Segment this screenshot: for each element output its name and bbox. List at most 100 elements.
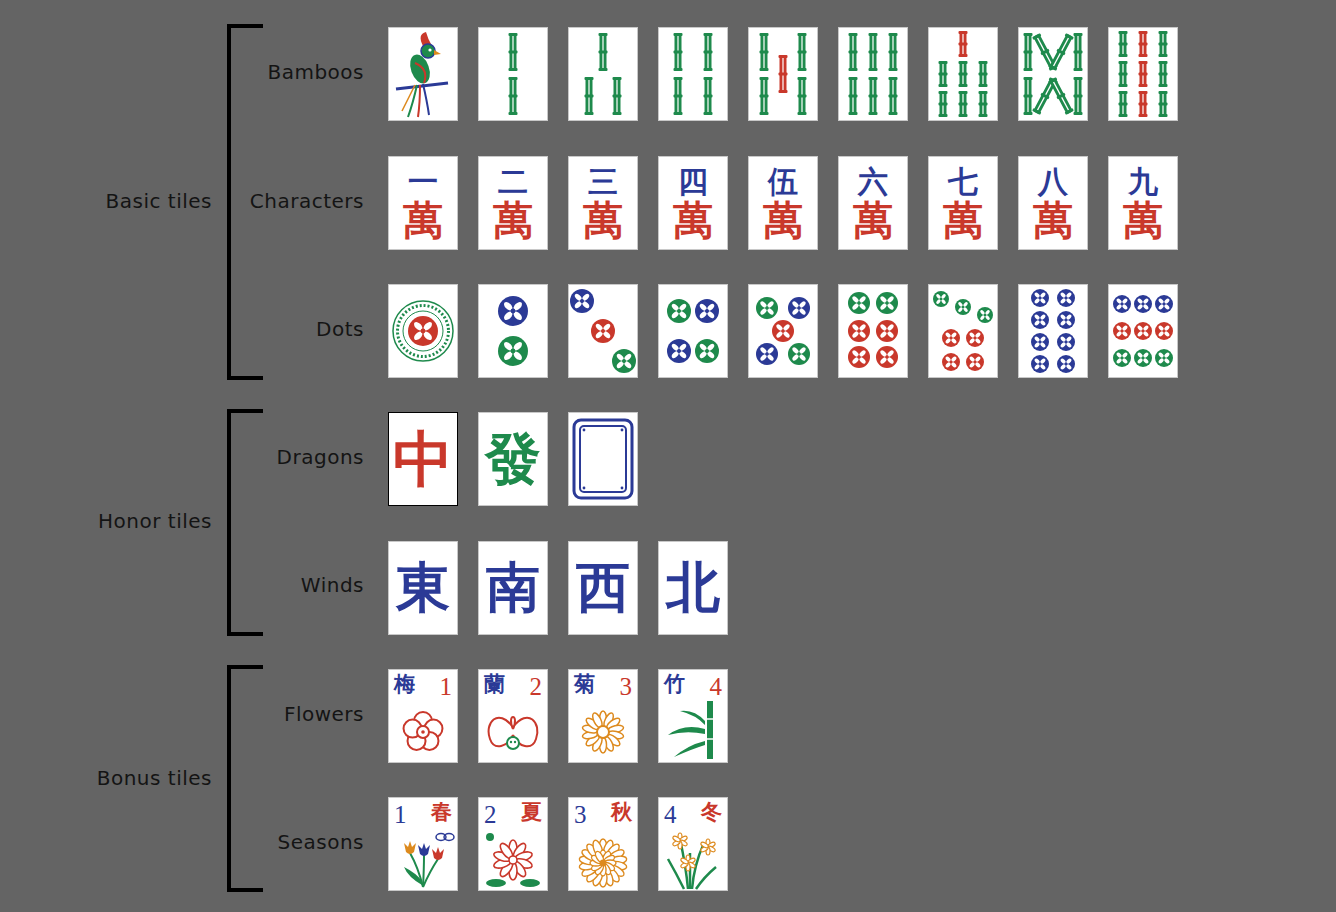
bamboo-stick (869, 77, 878, 115)
bamboo-stick (869, 33, 878, 71)
stick-band (509, 95, 518, 98)
dot-center (1163, 357, 1166, 360)
bamboo-stick (674, 33, 683, 71)
dot-disc (876, 292, 898, 314)
tile-number: 4 (664, 801, 677, 829)
dot-symbol (876, 292, 898, 314)
dot-ring (398, 306, 449, 357)
dot-petal (1142, 298, 1149, 305)
stick-band (1159, 103, 1168, 106)
stick-band (674, 95, 683, 98)
dot-symbol (876, 346, 898, 368)
dot-center (705, 309, 709, 313)
dot-symbol (695, 339, 719, 363)
stick-band (1159, 114, 1168, 117)
dot-center (885, 329, 889, 333)
bamboo-stick (704, 77, 713, 115)
dot-disc (1031, 355, 1049, 373)
orchid-dot (510, 741, 512, 743)
stick-band (979, 84, 988, 87)
mahjong-tile: 1春 (388, 797, 458, 891)
stick-body (675, 33, 682, 71)
tulip-bloom (432, 847, 444, 860)
stick-band (509, 112, 518, 115)
mahjong-tile: 2夏 (478, 797, 548, 891)
dot-center (677, 309, 681, 313)
dot-symbol (695, 299, 719, 323)
dot-petal (1158, 325, 1165, 332)
bamboo-stick (674, 77, 683, 115)
stick-band (979, 73, 988, 76)
dot-center (885, 355, 889, 359)
stick-body (940, 91, 947, 117)
dot-symbol (1113, 322, 1131, 340)
dot-symbol (942, 329, 960, 347)
dot-center (797, 306, 801, 310)
bamboo-tile (389, 28, 458, 121)
stick-body (1075, 77, 1082, 115)
bamboo-stick (1074, 77, 1083, 115)
wind-character: 東 (396, 558, 450, 617)
mahjong-tile: 八萬 (1018, 156, 1088, 250)
stick-body (980, 91, 987, 117)
dot-ring (393, 301, 453, 361)
tile-face (839, 285, 908, 378)
dot-petal (1039, 319, 1046, 326)
dot-symbol (966, 329, 984, 347)
season-character: 秋 (611, 801, 632, 824)
stick-band (760, 33, 769, 36)
white-dragon-dot (621, 487, 624, 490)
stick-band (1048, 77, 1057, 84)
stick-body (1120, 91, 1127, 117)
tile-number: 1 (394, 801, 407, 829)
dot-petal (950, 361, 957, 368)
dot-disc (498, 336, 528, 366)
bamboo-stick (1139, 91, 1148, 117)
dot-petal (957, 301, 963, 307)
dot-center (622, 359, 626, 363)
stick-band (1159, 91, 1168, 94)
dot-center (1121, 303, 1124, 306)
stick-highlight (1037, 82, 1052, 110)
dot-center (1039, 297, 1042, 300)
flower-stem (423, 855, 424, 887)
dot-symbol (1113, 349, 1131, 367)
dot-petal (1137, 303, 1144, 310)
row-label: Flowers (284, 702, 364, 726)
dot-petal (984, 309, 990, 315)
dot-symbol (1057, 289, 1075, 307)
dot-petal (1163, 330, 1170, 337)
stick-band (760, 51, 769, 54)
stick-band (509, 68, 518, 71)
tile-numeral: 九 (1128, 165, 1158, 198)
stick-band (939, 91, 948, 94)
stick-band (939, 103, 948, 106)
tile-face (1109, 285, 1178, 378)
tile-character: 萬 (853, 198, 893, 242)
tile-face (749, 28, 818, 121)
stick-band (889, 112, 898, 115)
tile-character: 萬 (403, 198, 443, 242)
stick-body (510, 33, 517, 71)
dot-petal (1065, 319, 1072, 326)
bamboo-stick (1074, 33, 1083, 71)
bamboo-leaf (674, 741, 705, 757)
white-dragon-frame (574, 420, 632, 498)
dot-disc (848, 346, 870, 368)
dot-petal (984, 314, 990, 320)
stick-band (849, 77, 858, 80)
stick-band (869, 112, 878, 115)
stick-body (960, 31, 967, 57)
stick-band (1024, 68, 1033, 71)
stick-body (600, 33, 607, 71)
stick-body (870, 33, 877, 71)
stick-band (869, 77, 878, 80)
stick-band (1159, 43, 1168, 46)
dot-petal (1034, 297, 1041, 304)
dot-disc (1134, 349, 1152, 367)
dot-petal (950, 332, 957, 339)
dot-symbol (788, 297, 810, 319)
tile-face (1019, 285, 1088, 378)
tile-face (839, 28, 908, 121)
flower-center (509, 856, 517, 864)
